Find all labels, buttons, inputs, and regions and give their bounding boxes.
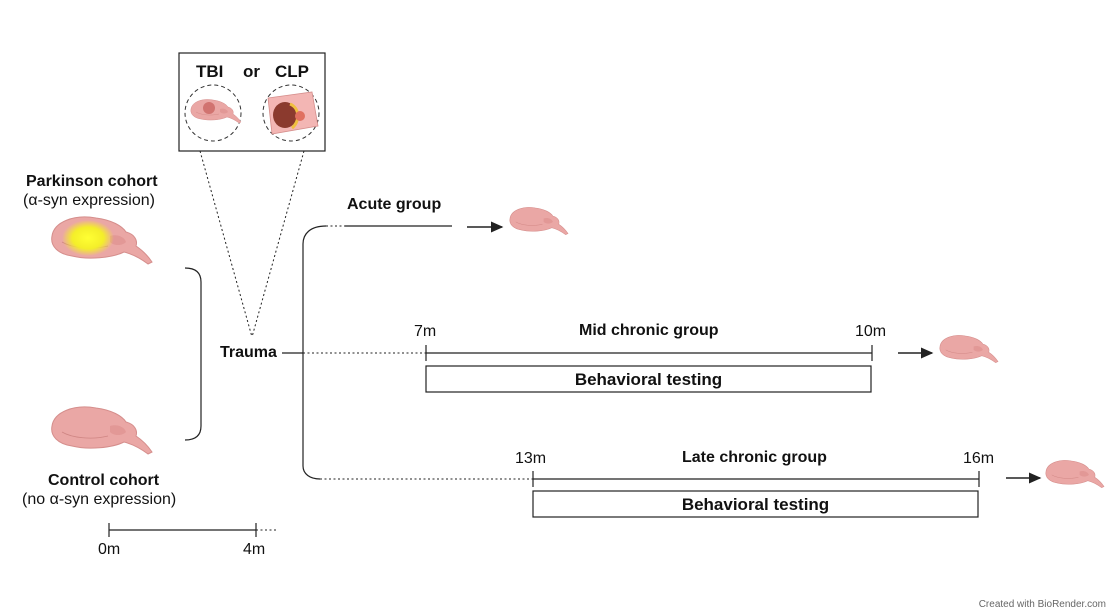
inset-option-tbi: TBI	[196, 62, 224, 81]
inset-connector-or: or	[243, 62, 260, 81]
branch-curve	[302, 225, 327, 480]
mid-testing-box	[425, 365, 872, 393]
clp-circle	[262, 84, 320, 142]
acute-brain-icon	[509, 207, 569, 235]
parkinson-cohort-title: Parkinson cohort	[26, 173, 158, 190]
mid-brain-icon	[939, 335, 999, 363]
mid-start-label: 7m	[414, 323, 437, 340]
control-cohort-title: Control cohort	[48, 472, 160, 489]
control-cohort-subtitle: (no α-syn expression)	[22, 491, 177, 508]
inset-connector-left	[199, 150, 253, 338]
parkinson-brain-icon	[51, 216, 153, 265]
acute-group-label: Acute group	[347, 196, 442, 213]
late-testing-label: Behavioral testing	[681, 495, 830, 514]
late-start-label: 13m	[515, 450, 547, 467]
tbi-circle	[184, 84, 242, 142]
scale-start-label: 0m	[98, 541, 121, 558]
cohort-bracket	[184, 267, 202, 441]
control-brain-icon	[51, 406, 153, 455]
inset-connector-right	[251, 150, 305, 338]
late-testing-box	[532, 490, 979, 518]
inset-option-clp: CLP	[275, 62, 309, 81]
late-end-label: 16m	[963, 450, 995, 467]
mid-testing-label: Behavioral testing	[574, 370, 723, 389]
tbi-brain-icon	[190, 99, 242, 124]
trauma-label: Trauma	[220, 344, 277, 361]
biorender-credit: Created with BioRender.com	[978, 599, 1106, 610]
mid-end-label: 10m	[855, 323, 887, 340]
mid-group-label: Mid chronic group	[579, 322, 719, 339]
scale-end-label: 4m	[243, 541, 266, 558]
clp-abdomen-icon	[267, 91, 319, 135]
late-group-label: Late chronic group	[682, 449, 827, 466]
late-brain-icon	[1045, 460, 1105, 488]
parkinson-cohort-subtitle: (α-syn expression)	[23, 192, 155, 209]
